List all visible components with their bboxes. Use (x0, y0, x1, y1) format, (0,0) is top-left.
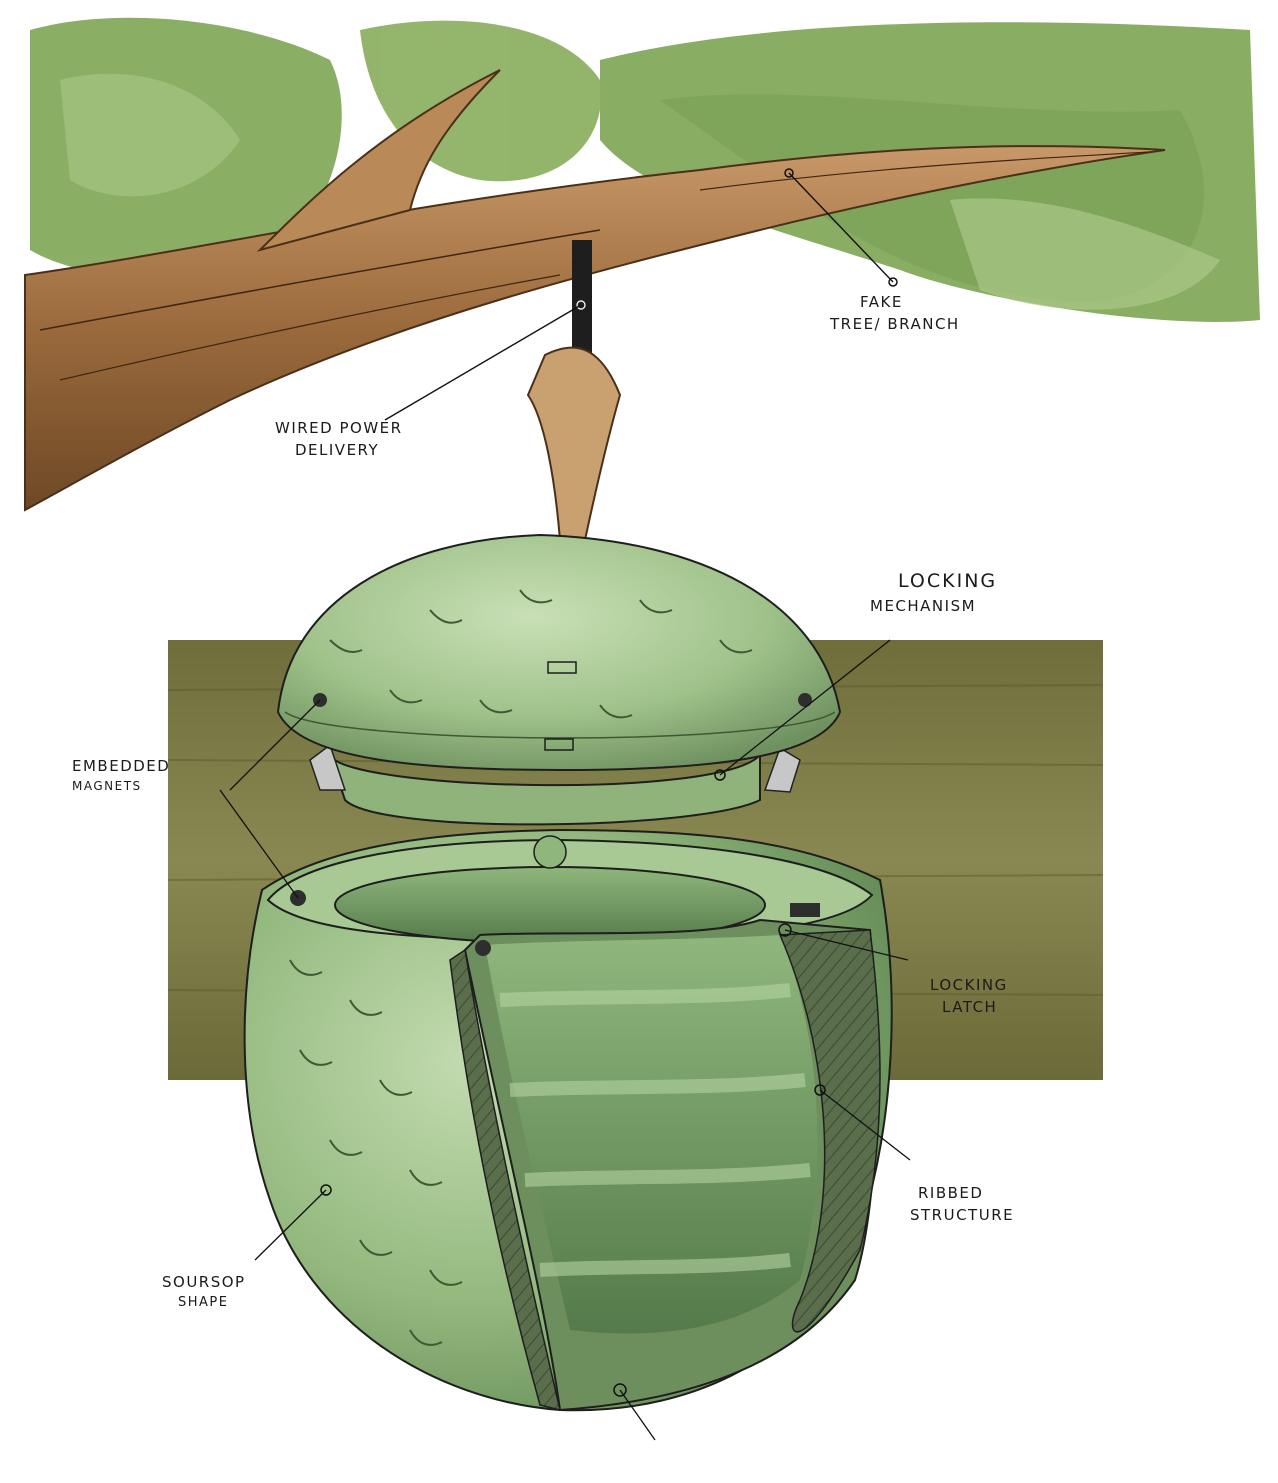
label-ribbed-structure-line2: Structure (910, 1205, 1014, 1227)
fruit-stem (528, 348, 620, 540)
label-soursop-shape-line1: Soursop (162, 1272, 246, 1294)
fruit-body (245, 830, 892, 1410)
label-fake-tree-line1: Fake (830, 292, 960, 314)
label-wired-power-line1: Wired Power (275, 418, 403, 440)
label-locking-mechanism-line1: Locking (870, 568, 997, 596)
label-embedded-magnets: Embedded Magnets (72, 756, 170, 795)
label-soursop-shape-line2: Shape (162, 1294, 246, 1313)
label-locking-mechanism-line2: Mechanism (870, 596, 997, 618)
label-locking-mechanism: Locking Mechanism (870, 568, 997, 617)
label-locking-latch-line1: Locking (930, 975, 1008, 997)
label-fake-tree-line2: Tree/ Branch (830, 314, 960, 336)
label-fake-tree-branch: Fake Tree/ Branch (830, 292, 960, 336)
label-ribbed-structure-line1: Ribbed (910, 1183, 1014, 1205)
label-soursop-shape: Soursop Shape (162, 1272, 246, 1313)
label-locking-latch: Locking Latch (930, 975, 1008, 1019)
label-locking-latch-line2: Latch (930, 997, 1008, 1019)
label-wired-power-delivery: Wired Power Delivery (275, 418, 403, 462)
label-wired-power-line2: Delivery (275, 440, 403, 462)
label-ribbed-structure: Ribbed Structure (910, 1183, 1014, 1227)
label-embedded-magnets-line2: Magnets (72, 778, 170, 795)
label-embedded-magnets-line1: Embedded (72, 756, 170, 778)
